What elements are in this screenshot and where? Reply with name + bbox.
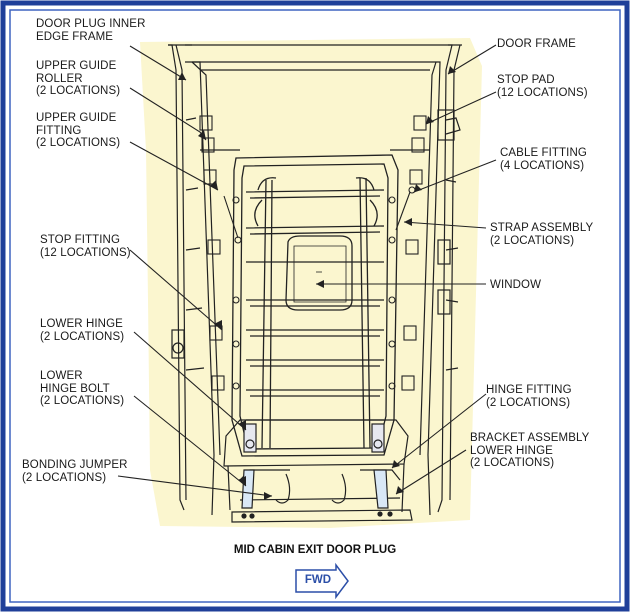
label-line: STRAP ASSEMBLY (490, 222, 594, 234)
leader-lines (117, 44, 497, 497)
stop-fittings (199, 115, 427, 391)
label-line: LOWER HINGE (470, 444, 553, 457)
label-line: STOP FITTING (40, 234, 121, 246)
label-door-frame: DOOR FRAME (497, 38, 576, 51)
label-line: BRACKET ASSEMBLY (470, 432, 590, 444)
label-window: WINDOW (490, 279, 541, 292)
lower-hinge-region (223, 419, 413, 523)
label-line: EDGE FRAME (36, 30, 114, 43)
label-stop-pad: STOP PAD (12 LOCATIONS) (497, 74, 588, 99)
label-line: (12 LOCATIONS) (497, 86, 588, 99)
label-line: DOOR FRAME (497, 38, 576, 50)
label-line: WINDOW (490, 279, 542, 291)
label-line: (12 LOCATIONS) (40, 246, 131, 259)
door-frame-right (419, 44, 462, 516)
label-bracket-assembly-lower-hinge: BRACKET ASSEMBLY LOWER HINGE (2 LOCATION… (470, 432, 589, 470)
label-line: FITTING (36, 124, 82, 137)
label-line: (2 LOCATIONS) (36, 85, 121, 97)
label-upper-guide-roller: UPPER GUIDE ROLLER (2 LOCATIONS) (36, 60, 120, 98)
label-stop-fitting: STOP FITTING (12 LOCATIONS) (40, 234, 131, 259)
label-line: HINGE FITTING (486, 384, 572, 396)
label-line: UPPER GUIDE (36, 112, 117, 124)
label-line: (4 LOCATIONS) (500, 159, 585, 172)
label-line: DOOR PLUG INNER (36, 18, 146, 30)
label-line: (2 LOCATIONS) (36, 137, 121, 149)
fwd-arrow (295, 562, 349, 600)
label-line: CABLE FITTING (500, 147, 587, 159)
label-line: (2 LOCATIONS) (490, 234, 575, 247)
label-line: (2 LOCATIONS) (40, 395, 125, 407)
label-line: LOWER (40, 370, 83, 382)
label-bonding-jumper: BONDING JUMPER (2 LOCATIONS) (22, 459, 128, 484)
door-plug-body (231, 154, 399, 457)
label-upper-guide-fitting: UPPER GUIDE FITTING (2 LOCATIONS) (36, 112, 120, 150)
inner-border (9, 9, 621, 603)
label-strap-assembly: STRAP ASSEMBLY (2 LOCATIONS) (490, 222, 593, 247)
label-cable-fitting: CABLE FITTING (4 LOCATIONS) (500, 147, 587, 172)
figure-caption: MID CABIN EXIT DOOR PLUG (233, 544, 397, 556)
label-line: HINGE BOLT (40, 382, 110, 395)
label-line: (2 LOCATIONS) (40, 330, 125, 343)
label-line: (2 LOCATIONS) (470, 457, 555, 469)
label-line: ROLLER (36, 72, 83, 85)
label-hinge-fitting: HINGE FITTING (2 LOCATIONS) (486, 384, 572, 409)
label-door-plug-inner-edge-frame: DOOR PLUG INNER EDGE FRAME (36, 18, 146, 43)
label-line: (2 LOCATIONS) (22, 471, 107, 484)
label-line: UPPER GUIDE (36, 60, 117, 72)
leader-arrowheads (178, 66, 456, 500)
illustration-background (140, 38, 482, 528)
label-line: (2 LOCATIONS) (486, 396, 571, 409)
fwd-label: FWD (304, 574, 332, 586)
label-lower-hinge: LOWER HINGE (2 LOCATIONS) (40, 318, 124, 343)
label-line: LOWER HINGE (40, 318, 123, 330)
label-line: STOP PAD (497, 74, 555, 86)
door-frame-top (185, 44, 430, 151)
label-line: BONDING JUMPER (22, 459, 128, 471)
label-lower-hinge-bolt: LOWER HINGE BOLT (2 LOCATIONS) (40, 370, 124, 408)
